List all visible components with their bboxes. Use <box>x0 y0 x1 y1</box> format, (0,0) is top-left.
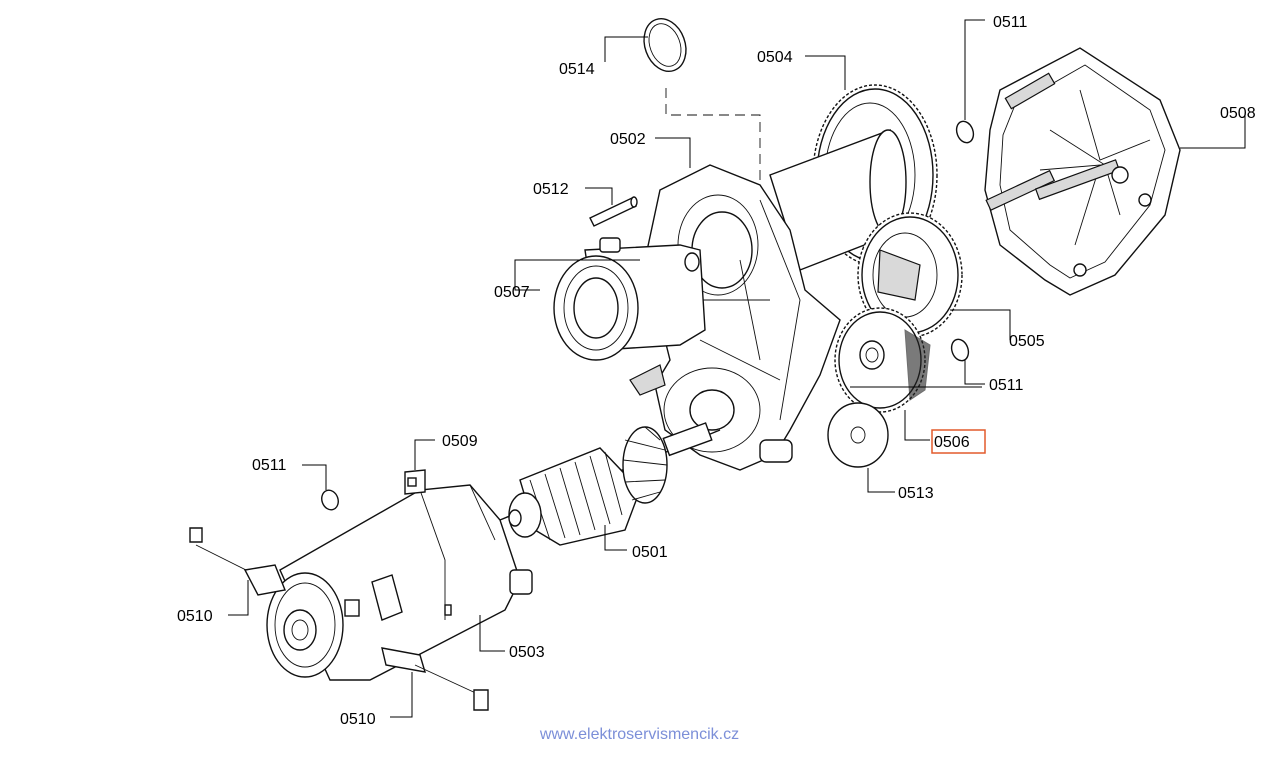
part-0505-gear <box>857 212 963 338</box>
part-0511-washer-left <box>321 489 339 511</box>
part-0509-clip <box>404 469 426 495</box>
label-0505[interactable]: 0505 <box>1009 333 1045 350</box>
part-0510-brush-upper <box>189 527 286 596</box>
label-0511-right[interactable]: 0511 <box>989 377 1024 394</box>
label-0502[interactable]: 0502 <box>610 131 646 148</box>
label-0509[interactable]: 0509 <box>442 433 478 450</box>
armature-fan <box>622 426 668 504</box>
part-labels: 0514 0504 0511 0508 0502 0512 0507 0505 … <box>177 14 1256 728</box>
label-0511-top[interactable]: 0511 <box>993 14 1028 31</box>
part-0508-housing-cover <box>984 47 1181 296</box>
part-0501-armature <box>499 422 721 546</box>
part-0511-washer-right <box>950 338 970 362</box>
label-0511-left[interactable]: 0511 <box>252 457 287 474</box>
label-0506[interactable]: 0506 <box>934 434 970 451</box>
part-0514-ring-seal <box>643 18 687 72</box>
label-0501[interactable]: 0501 <box>632 544 668 561</box>
part-0513-spacer <box>827 402 889 468</box>
label-0513[interactable]: 0513 <box>898 485 934 502</box>
label-0507[interactable]: 0507 <box>494 284 530 301</box>
part-0511-washer-upper <box>955 120 975 144</box>
label-0508[interactable]: 0508 <box>1220 105 1256 122</box>
part-0502-main-frame <box>629 164 841 471</box>
part-0510-brush-lower <box>381 647 489 711</box>
leader-lines <box>228 19 1246 718</box>
label-0510-lower[interactable]: 0510 <box>340 711 376 728</box>
part-0503-motor-housing <box>266 484 533 681</box>
label-0512[interactable]: 0512 <box>533 181 569 198</box>
part-0507-bearing-housing <box>553 237 706 361</box>
label-0503[interactable]: 0503 <box>509 644 545 661</box>
part-0512-pin <box>589 196 638 227</box>
label-0504[interactable]: 0504 <box>757 49 793 66</box>
label-0510-upper[interactable]: 0510 <box>177 608 213 625</box>
highlight-box-0506 <box>931 429 986 454</box>
label-0514[interactable]: 0514 <box>559 61 595 78</box>
watermark-link[interactable]: www.elektroservismencik.cz <box>539 726 740 743</box>
part-0506-gear <box>834 307 931 413</box>
